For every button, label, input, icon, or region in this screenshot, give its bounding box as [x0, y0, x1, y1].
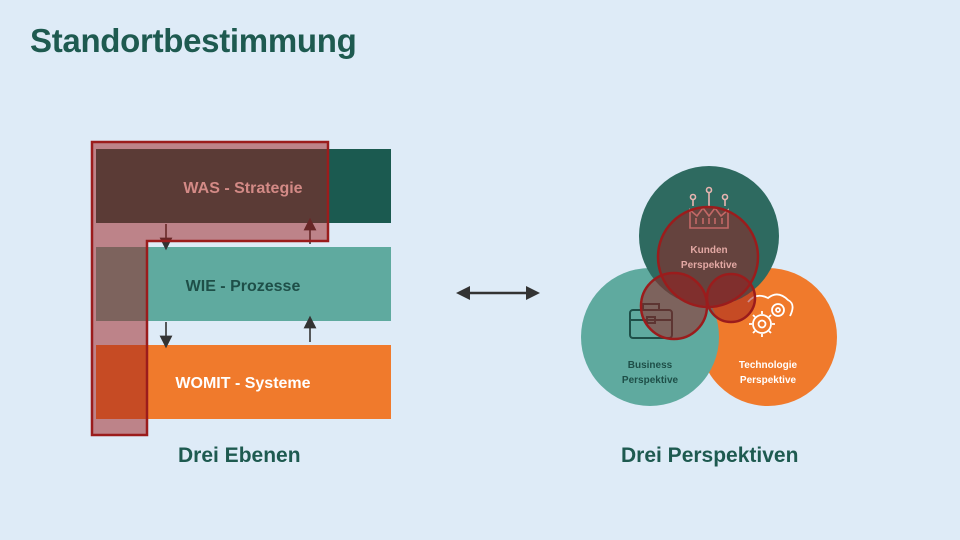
highlight-overlay-business	[639, 271, 709, 341]
levels-caption: Drei Ebenen	[178, 444, 301, 467]
level-strategie-label: WAS - Strategie	[183, 180, 302, 197]
levels-diagram: WAS - Strategie WIE - Prozesse WOMIT - S…	[90, 140, 391, 437]
perspective-technologie-label-1: Technologie	[739, 360, 798, 371]
perspective-technologie-label-2: Perspektive	[740, 375, 797, 386]
highlight-overlay-technologie	[705, 272, 757, 324]
level-prozesse-label: WIE - Prozesse	[186, 278, 301, 295]
level-systeme-label: WOMIT - Systeme	[175, 375, 310, 392]
highlight-overlay-levels	[90, 140, 330, 437]
perspective-business-label-2: Perspektive	[622, 375, 679, 386]
double-arrow-icon	[456, 286, 540, 300]
perspectives-diagram: Kunden Perspektive Business Perspektive …	[581, 166, 837, 406]
gears-icon	[747, 293, 794, 337]
perspective-business-label-1: Business	[628, 360, 673, 371]
perspective-kunden-label-2: Perspektive	[681, 260, 738, 271]
perspectives-caption: Drei Perspektiven	[621, 444, 799, 467]
perspective-kunden-label-1: Kunden	[690, 245, 727, 256]
page-title: Standortbestimmung	[30, 22, 357, 59]
